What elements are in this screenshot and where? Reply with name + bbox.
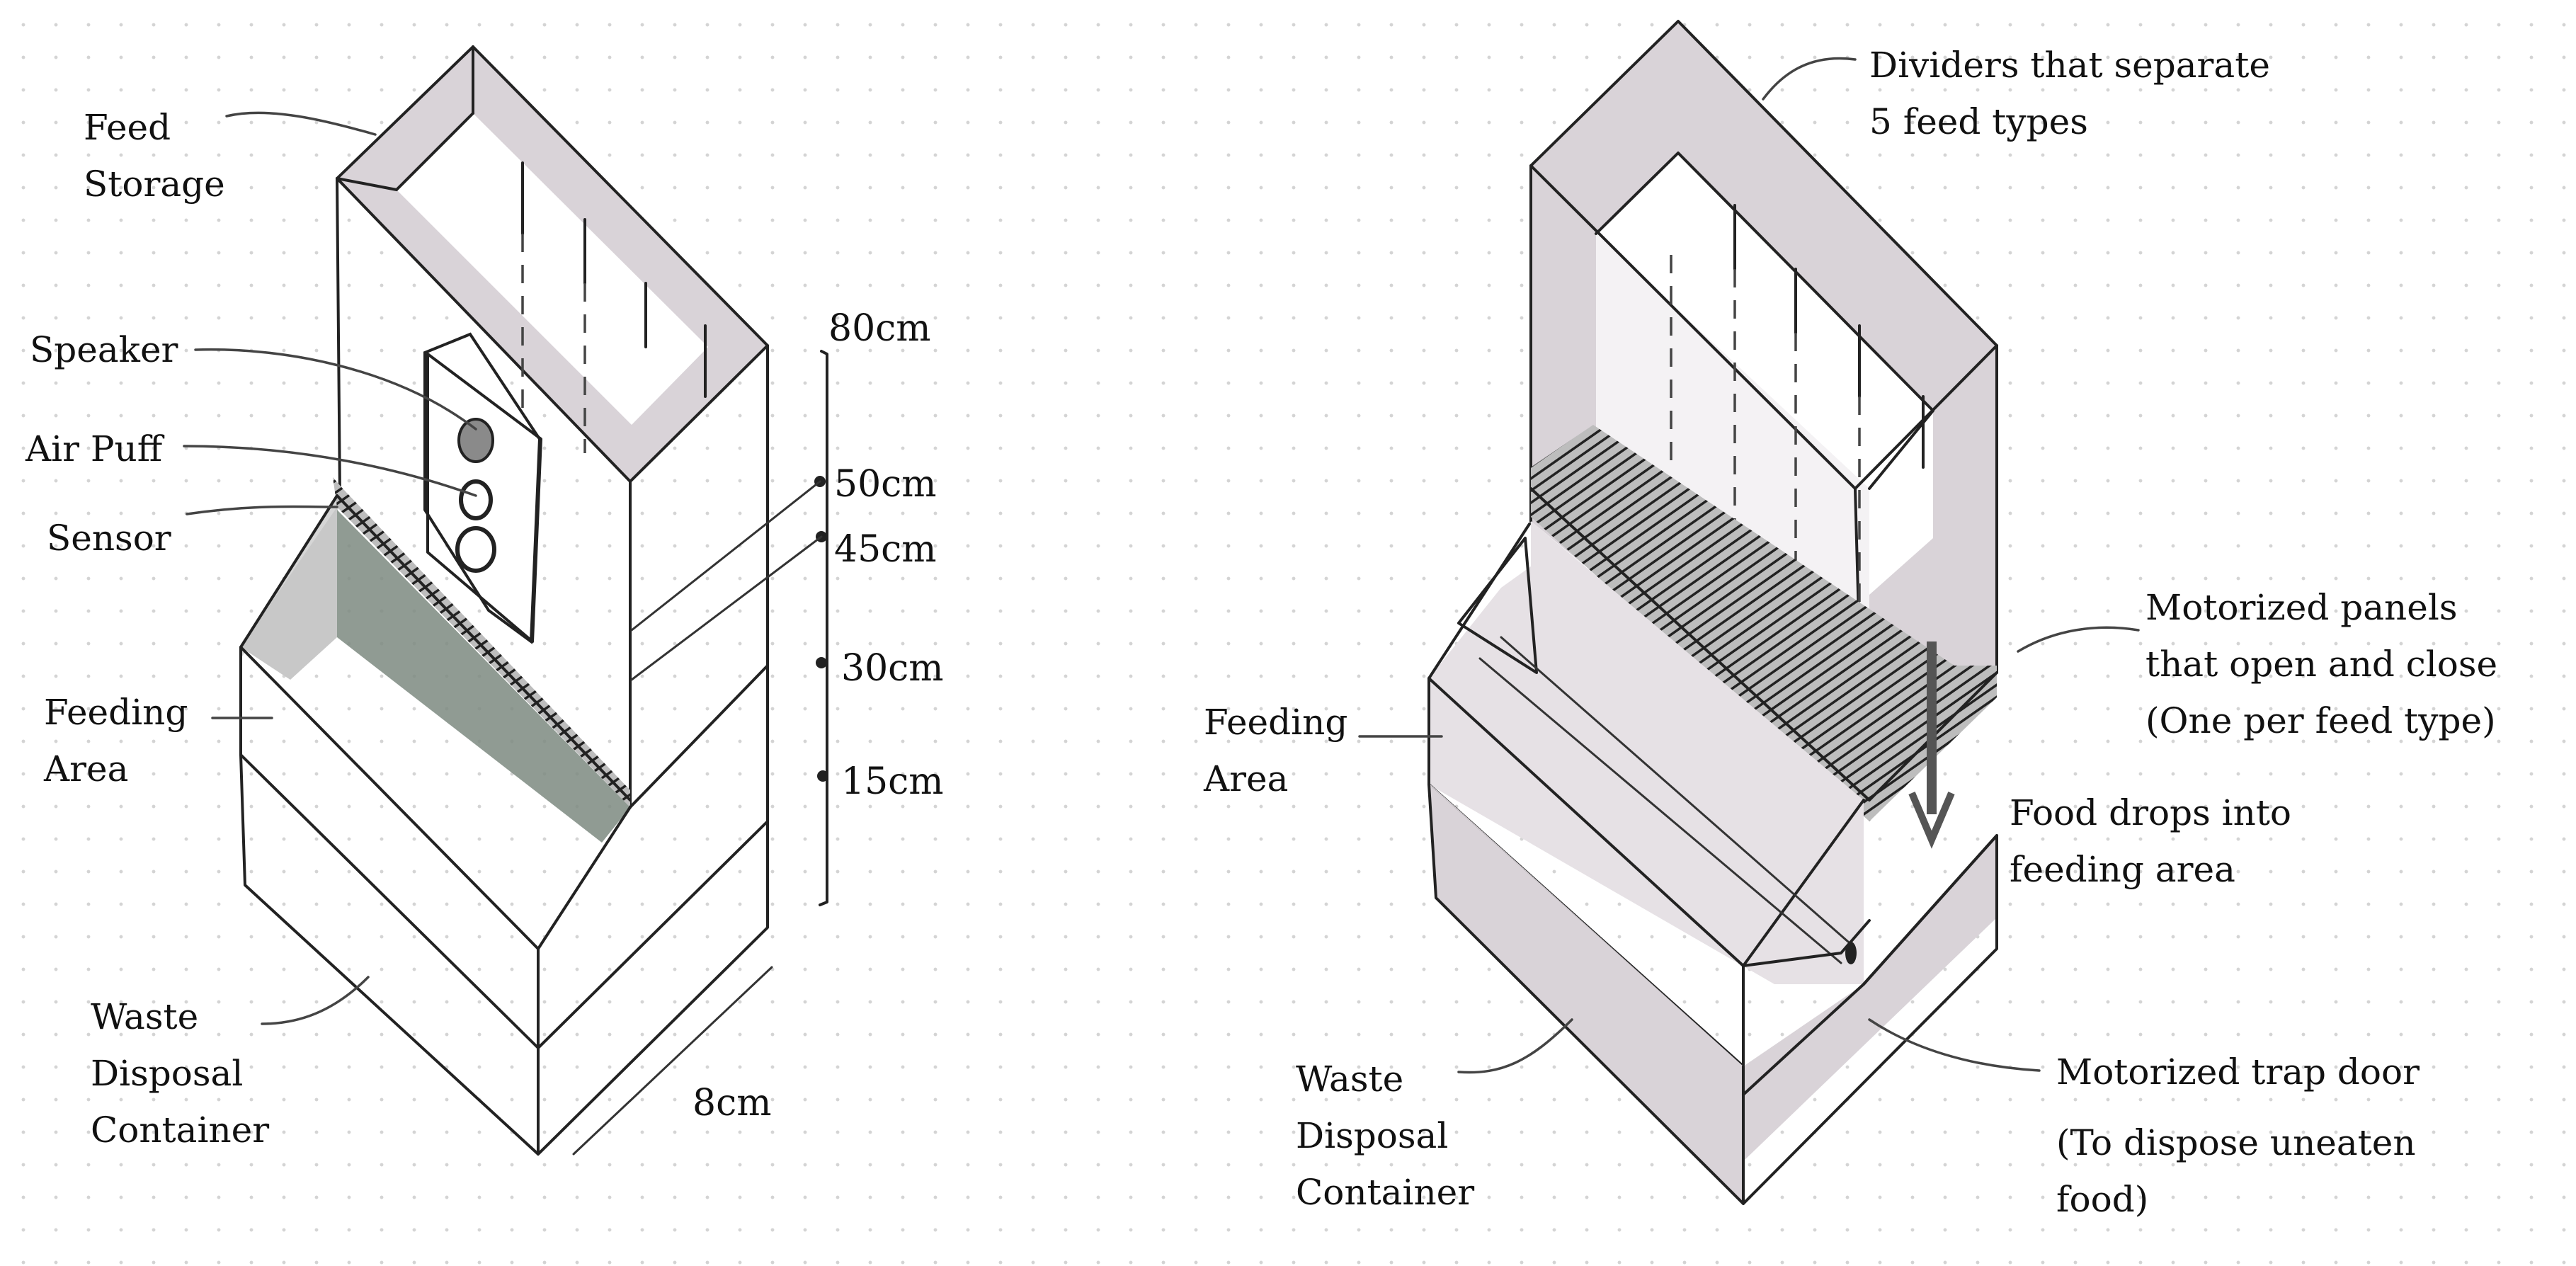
label-waste-right-line1: Waste (1296, 1059, 1404, 1100)
label-waste-right-line2: Disposal (1296, 1115, 1449, 1156)
label-waste-line2: Disposal (91, 1053, 244, 1094)
left-device-sketch (183, 45, 828, 1156)
leader-sensor (186, 505, 338, 515)
leader-trap-door (1868, 1018, 2041, 1072)
label-feeding-area: Feeding Area (44, 684, 188, 797)
label-feeding-area-line1: Feeding (44, 692, 188, 733)
label-trap-door-note: (To dispose uneaten food) (2056, 1114, 2416, 1228)
label-dividers-line1: Dividers that separate (1869, 45, 2270, 86)
leader-feed-storage (225, 111, 377, 136)
motorized-panels-hatch (1531, 425, 1997, 821)
leader-speaker (194, 348, 477, 430)
dim-30cm: 30cm (841, 647, 944, 690)
label-food-drops: Food drops into feeding area (2010, 785, 2291, 898)
feeding-tray-shade (337, 510, 630, 843)
label-sensor: Sensor (47, 518, 171, 559)
leader-waste-container (261, 976, 370, 1025)
label-food-drops-line2: feeding area (2010, 849, 2235, 890)
label-feeding-area-right-line2: Area (1204, 758, 1289, 799)
label-feed-storage-line1: Feed (84, 107, 171, 148)
leader-motorized-panels (2017, 626, 2140, 653)
label-waste-container: Waste Disposal Container (91, 988, 269, 1158)
label-waste-line1: Waste (91, 996, 199, 1037)
dim-50cm: 50cm (834, 463, 937, 506)
label-waste-line3: Container (91, 1110, 270, 1151)
speaker-icon (457, 418, 494, 463)
height-dimension-line (819, 350, 828, 906)
right-device-sketch (1358, 20, 2140, 1205)
label-dividers-line2: 5 feed types (1869, 101, 2088, 142)
label-trap-door: Motorized trap door (2056, 1051, 2420, 1093)
label-waste-container-right: Waste Disposal Container (1296, 1051, 1474, 1221)
trap-door-hinge-icon (1845, 942, 1857, 964)
dim-80cm: 80cm (828, 307, 931, 350)
dim-dot-30 (816, 657, 827, 668)
arrow-head-icon (1908, 792, 1955, 849)
dim-15cm: 15cm (841, 760, 944, 803)
dim-8cm: 8cm (693, 1082, 772, 1124)
label-food-drops-line1: Food drops into (2010, 792, 2292, 833)
leader-dividers (1762, 57, 1857, 101)
label-feeding-area-right-line1: Feeding (1204, 702, 1348, 743)
leader-waste-container-right (1457, 1018, 1573, 1074)
label-feeding-area-right: Feeding Area (1204, 694, 1347, 807)
label-panels-line1: Motorized panels (2145, 587, 2458, 628)
label-motorized-panels: Motorized panels that open and close (On… (2145, 579, 2497, 749)
label-panels-line3: (One per feed type) (2145, 700, 2496, 741)
sensor-icon (455, 526, 496, 573)
dim-45cm: 45cm (834, 528, 937, 571)
control-panel (426, 353, 542, 643)
label-feed-storage-line2: Storage (84, 164, 225, 205)
label-feed-storage: Feed Storage (84, 99, 225, 212)
leader-air-puff (183, 445, 477, 497)
label-panels-line2: that open and close (2145, 644, 2498, 685)
label-air-puff: Air Puff (25, 428, 163, 469)
label-feeding-area-line2: Area (44, 748, 129, 789)
label-trap-note-line2: food) (2056, 1179, 2149, 1220)
label-waste-right-line3: Container (1296, 1172, 1475, 1213)
label-speaker: Speaker (30, 329, 178, 370)
label-dividers: Dividers that separate 5 feed types (1869, 37, 2270, 150)
dim-dot-15 (817, 770, 828, 782)
label-trap-note-line1: (To dispose uneaten (2056, 1122, 2416, 1163)
air-puff-nozzle-icon (459, 479, 493, 520)
